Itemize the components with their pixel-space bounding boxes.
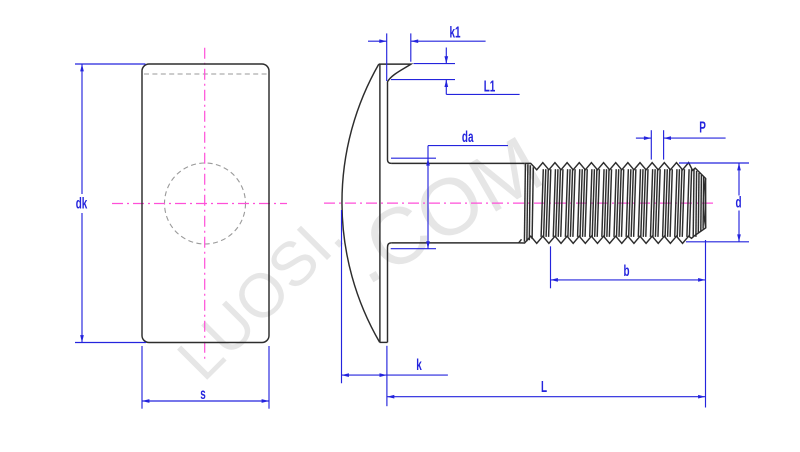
svg-text:P: P xyxy=(699,118,706,136)
svg-text:k: k xyxy=(416,356,422,374)
svg-text:L1: L1 xyxy=(484,77,496,95)
svg-text:da: da xyxy=(462,127,474,145)
svg-text:L: L xyxy=(541,377,547,395)
svg-text:b: b xyxy=(623,261,629,279)
svg-text:dk: dk xyxy=(76,194,88,212)
svg-text:k1: k1 xyxy=(449,23,460,41)
svg-text:d: d xyxy=(735,193,741,211)
svg-text:s: s xyxy=(200,385,206,403)
